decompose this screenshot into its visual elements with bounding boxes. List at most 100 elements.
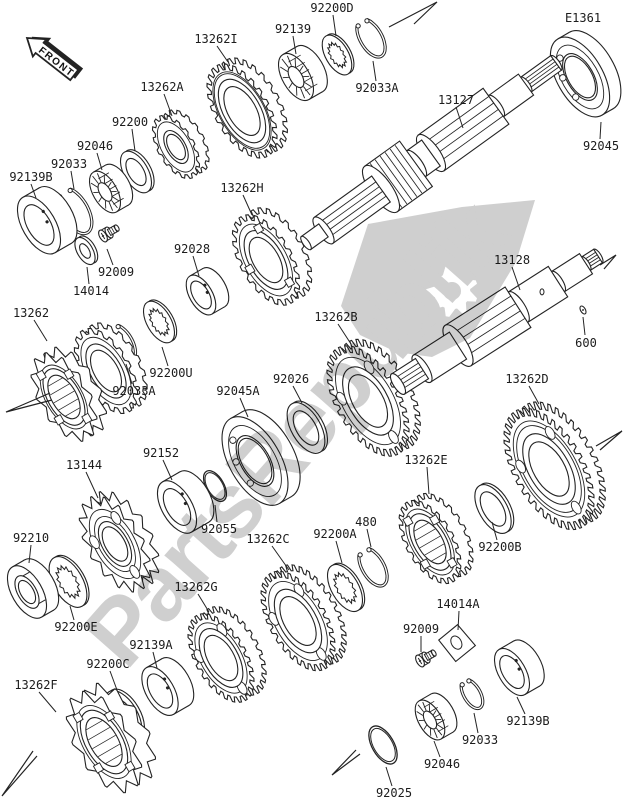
part-number-text: 13262I bbox=[194, 32, 237, 46]
part-92026 bbox=[286, 400, 329, 454]
shaft-13127 bbox=[300, 54, 563, 251]
part-label-13262A-4: 13262A bbox=[140, 80, 184, 117]
part-number-text: 92033A bbox=[355, 81, 399, 95]
direction-arrow-4 bbox=[1, 750, 38, 797]
part-label-92033-42: 92033 bbox=[462, 712, 498, 747]
direction-arrow-5 bbox=[5, 392, 53, 413]
part-label-92045A-23: 92045A bbox=[216, 384, 260, 418]
part-label-92200D-0: 92200D bbox=[310, 1, 354, 37]
part-label-92200E-36: 92200E bbox=[54, 605, 98, 634]
part-92025 bbox=[368, 725, 398, 765]
part-92200U bbox=[142, 299, 178, 344]
part-label-14014-16: 14014 bbox=[73, 266, 109, 298]
part-number-text: 92139A bbox=[129, 638, 173, 652]
part-label-92200C-39: 92200C bbox=[86, 657, 130, 691]
part-label-92033A-5: 92033A bbox=[355, 60, 399, 95]
part-number-text: 13262G bbox=[174, 580, 217, 594]
part-number-text: 600 bbox=[575, 336, 597, 350]
part-label-92200-7: 92200 bbox=[112, 115, 148, 152]
part-number-text: 92200B bbox=[478, 540, 521, 554]
part-number-text: 92033A bbox=[112, 384, 156, 398]
part-number-text: 13144 bbox=[66, 458, 102, 472]
part-number-text: 13262 bbox=[13, 306, 49, 320]
part-label-13262H-12: 13262H bbox=[220, 181, 264, 216]
part-92009-1 bbox=[98, 224, 120, 243]
part-label-92028-13: 92028 bbox=[174, 242, 210, 277]
part-number-text: 92200U bbox=[149, 366, 192, 380]
part-13144 bbox=[78, 491, 160, 593]
part-number-text: 92139B bbox=[9, 170, 52, 184]
part-number-text: 13262D bbox=[505, 372, 548, 386]
part-number-text: 92200 bbox=[112, 115, 148, 129]
part-92200B bbox=[474, 482, 515, 534]
part-92200E bbox=[48, 554, 90, 608]
part-label-92139B-41: 92139B bbox=[506, 696, 550, 728]
shaft-13128 bbox=[389, 248, 604, 395]
part-92210 bbox=[6, 558, 60, 619]
part-13262G bbox=[187, 606, 267, 703]
part-label-13262-17: 13262 bbox=[13, 306, 49, 342]
part-label-92025-44: 92025 bbox=[376, 766, 412, 800]
part-label-92200B-33: 92200B bbox=[478, 521, 522, 554]
part-13262I bbox=[206, 57, 288, 159]
part-number-text: 92200C bbox=[86, 657, 129, 671]
part-number-text: 92045A bbox=[216, 384, 260, 398]
part-92045A bbox=[221, 409, 301, 506]
parts-layer bbox=[6, 18, 622, 794]
part-number-text: 92046 bbox=[424, 757, 460, 771]
part-number-text: 92028 bbox=[174, 242, 210, 256]
part-92045 bbox=[549, 30, 622, 118]
part-label-92045-9: 92045 bbox=[583, 121, 619, 153]
part-number-text: 92009 bbox=[403, 622, 439, 636]
part-label-92200A-30: 92200A bbox=[313, 527, 357, 564]
part-label-92055-29: 92055 bbox=[201, 504, 237, 536]
part-number-text: 92152 bbox=[143, 446, 179, 460]
part-480 bbox=[357, 547, 389, 588]
part-number-text: 92055 bbox=[201, 522, 237, 536]
part-92009-2 bbox=[415, 649, 437, 668]
part-92139-1 bbox=[277, 44, 328, 102]
part-label-13127-6: 13127 bbox=[438, 93, 474, 129]
part-number-text: 92200D bbox=[310, 1, 353, 15]
part-label-13262I-2: 13262I bbox=[194, 32, 238, 63]
part-92139B-2 bbox=[493, 639, 545, 697]
part-13262D bbox=[503, 401, 606, 531]
part-13262F bbox=[65, 682, 157, 794]
part-label-13262C-32: 13262C bbox=[246, 532, 290, 571]
part-label-13262G-34: 13262G bbox=[174, 580, 218, 613]
part-number-text: 92025 bbox=[376, 786, 412, 800]
part-labels: 92200D 92139 13262I E1361 13262A 92033A 13127 9… bbox=[9, 1, 619, 800]
part-13262C bbox=[260, 564, 347, 672]
part-label-E1361-3: E1361 bbox=[565, 11, 601, 25]
part-number-text: E1361 bbox=[565, 11, 601, 25]
part-number-text: 14014A bbox=[436, 597, 480, 611]
part-label-92009-15: 92009 bbox=[98, 248, 134, 279]
part-label-92152-25: 92152 bbox=[143, 446, 179, 481]
part-label-13262E-27: 13262E bbox=[404, 453, 448, 495]
part-number-text: 92045 bbox=[583, 139, 619, 153]
part-92139A bbox=[141, 657, 195, 716]
part-13262H bbox=[231, 207, 313, 306]
part-13262A bbox=[151, 109, 210, 180]
part-number-text: 92139B bbox=[506, 714, 549, 728]
part-label-13144-26: 13144 bbox=[66, 458, 102, 499]
direction-arrow-1 bbox=[599, 254, 617, 270]
part-label-92139-1: 92139 bbox=[275, 22, 311, 55]
part-600 bbox=[579, 305, 587, 315]
part-label-480-28: 480 bbox=[355, 515, 377, 548]
part-label-92046-8: 92046 bbox=[77, 139, 113, 171]
part-13262-front bbox=[30, 346, 107, 442]
watermark-flag-gear-icon bbox=[341, 200, 535, 357]
direction-arrow-3 bbox=[331, 749, 361, 776]
direction-arrow-0 bbox=[388, 1, 438, 28]
part-13262B bbox=[326, 338, 421, 457]
part-number-text: 13127 bbox=[438, 93, 474, 107]
part-13262-rear bbox=[73, 322, 148, 415]
part-number-text: 14014 bbox=[73, 284, 109, 298]
part-number-text: 92046 bbox=[77, 139, 113, 153]
part-number-text: 92009 bbox=[98, 265, 134, 279]
part-92152 bbox=[156, 470, 215, 534]
